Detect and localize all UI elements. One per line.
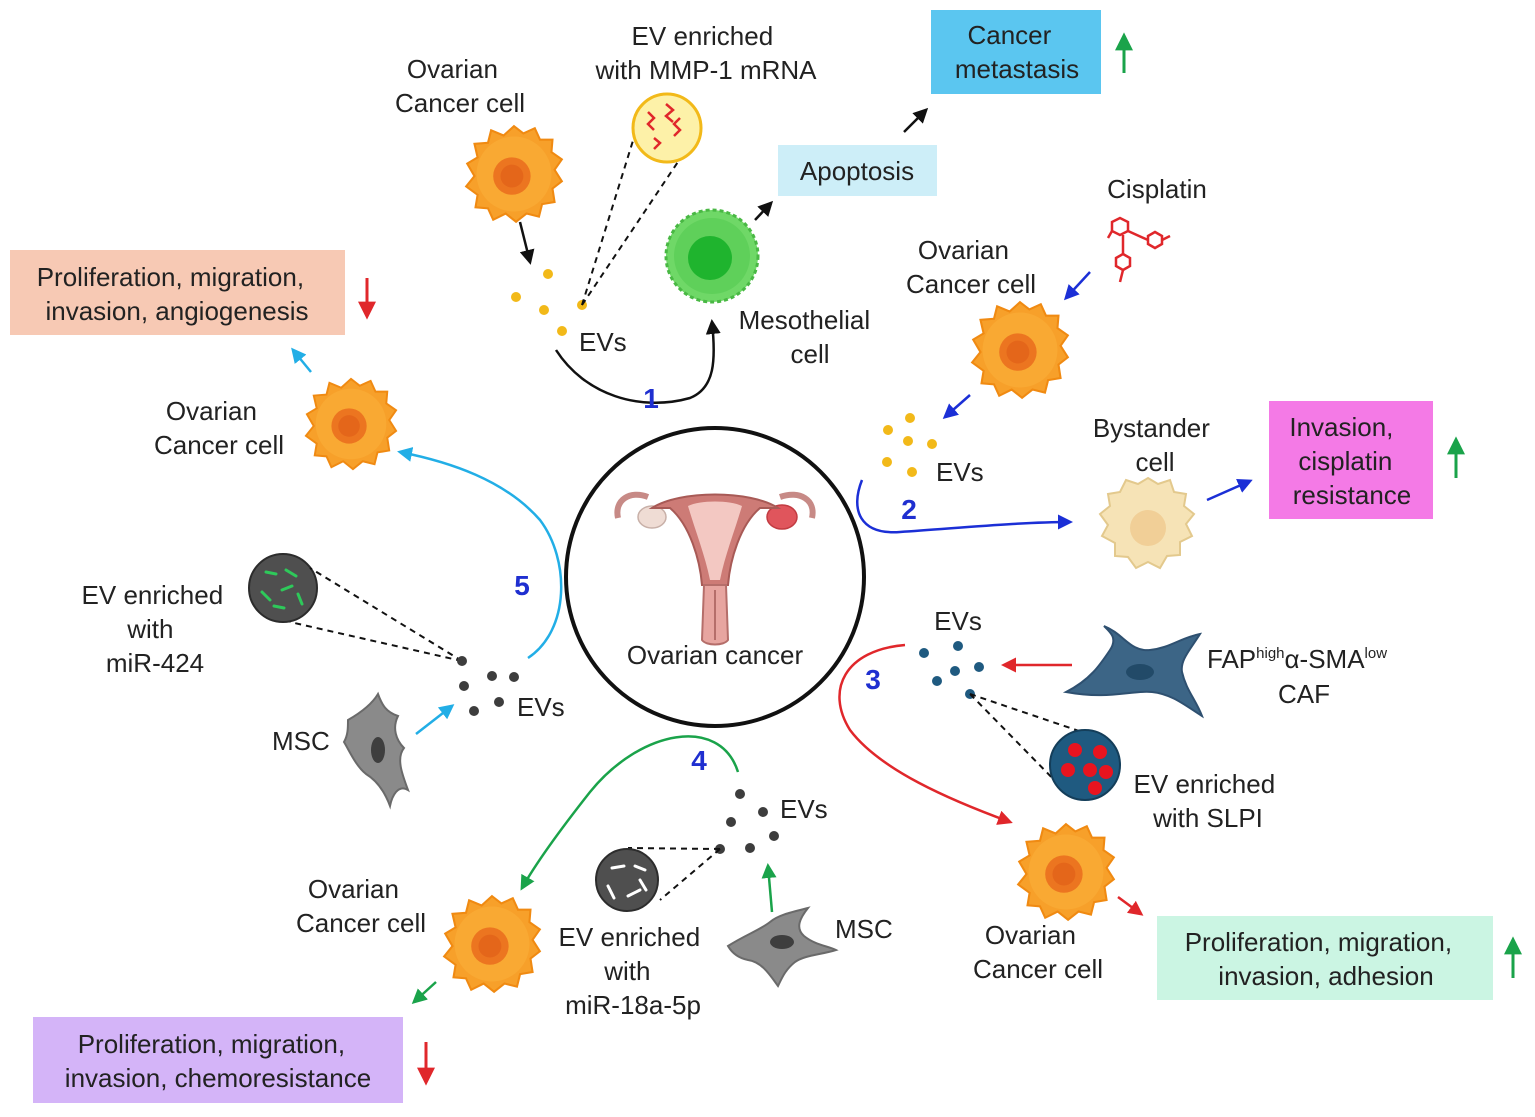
pathway-number-4: 4 xyxy=(691,745,707,776)
outcome-chemo-text: Proliferation, migration, invasion, chem… xyxy=(65,1029,371,1093)
path-4-arrow xyxy=(520,735,740,891)
evs-cluster-2 xyxy=(882,413,937,477)
evs-label-5: EVs xyxy=(517,692,565,722)
ev-slpi-icon xyxy=(1049,729,1121,801)
pathway-number-2: 2 xyxy=(901,494,917,525)
cancer-cell-5 xyxy=(304,377,398,471)
mesothelial-cell xyxy=(664,208,760,304)
evs-label-3: EVs xyxy=(934,606,982,636)
pathway-number-1: 1 xyxy=(643,383,659,414)
mesothelial-cell-label: Mesothelial cell xyxy=(739,305,878,369)
outcome-adhesion-text: Proliferation, migration, invasion, adhe… xyxy=(1185,927,1460,991)
cancer-cell-4 xyxy=(443,895,541,993)
ev-mmp1-label: EV enriched with MMP-1 mRNA xyxy=(594,21,817,85)
evs-label-2: EVs xyxy=(936,457,984,487)
cancer-cell-1 xyxy=(465,125,563,223)
ev-mmp1-icon xyxy=(631,92,703,164)
pathway-number-3: 3 xyxy=(865,664,881,695)
msc-cell-left xyxy=(342,691,410,810)
caf-label: FAPhighα-SMAlow xyxy=(1207,644,1387,674)
caf-label-caf: CAF xyxy=(1278,679,1330,709)
ev-mir18a-icon xyxy=(595,848,659,912)
center-label: Ovarian cancer xyxy=(627,640,804,670)
bystander-cell-label: Bystander cell xyxy=(1093,413,1217,477)
bystander-cell xyxy=(1098,476,1196,570)
evs-label-4: EVs xyxy=(780,794,828,824)
cisplatin-label: Cisplatin xyxy=(1107,174,1207,204)
ev-slpi-label: EV enriched with SLPI xyxy=(1134,769,1283,833)
evs-cluster-4 xyxy=(715,789,779,854)
outcome-metastasis-text: Cancer metastasis xyxy=(955,20,1079,84)
cancer-cell-3 xyxy=(1017,823,1115,921)
outcome-angiogenesis-text: Proliferation, migration, invasion, angi… xyxy=(37,262,312,326)
path-3-arrow xyxy=(838,643,1013,825)
caf-cell xyxy=(1062,625,1204,719)
cancer-cell-2-label: Ovarian Cancer cell xyxy=(906,235,1036,299)
msc-label-left: MSC xyxy=(272,726,330,756)
path-1-arrow xyxy=(554,319,721,405)
evs-cluster-5 xyxy=(457,656,519,716)
cancer-cell-4-label: Ovarian Cancer cell xyxy=(296,874,426,938)
ev-mir18a-label: EV enriched with miR-18a-5p xyxy=(559,922,708,1020)
evs-label-1: EVs xyxy=(579,327,627,357)
path-2-arrow xyxy=(856,479,1073,534)
uterus-illustration-icon xyxy=(614,491,816,646)
evs-cluster-3 xyxy=(919,641,984,699)
outcome-adhesion-box xyxy=(1157,916,1493,1000)
outcome-angiogenesis-box xyxy=(10,250,345,335)
evs-cluster-1 xyxy=(511,269,587,336)
cancer-cell-3-label: Ovarian Cancer cell xyxy=(973,920,1103,984)
outcome-invasion-text: Invasion, cisplatin resistance xyxy=(1289,412,1411,510)
molecule-icon xyxy=(1106,216,1171,283)
outcome-apoptosis-box xyxy=(778,145,937,196)
msc-label-bottom: MSC xyxy=(835,914,893,944)
path-5-arrow xyxy=(397,447,563,660)
outcome-metastasis-box xyxy=(931,10,1101,94)
ev-mir424-label: EV enriched with miR-424 xyxy=(82,580,231,678)
outcome-apoptosis-text: Apoptosis xyxy=(800,156,914,186)
cancer-cell-2 xyxy=(971,301,1069,399)
msc-cell-bottom xyxy=(726,906,839,988)
pathway-number-5: 5 xyxy=(514,570,530,601)
cancer-cell-1-label: Ovarian Cancer cell xyxy=(395,54,525,118)
outcome-invasion-box xyxy=(1269,401,1433,519)
outcome-chemo-box xyxy=(33,1017,403,1103)
cancer-cell-5-label: Ovarian Cancer cell xyxy=(154,396,284,460)
